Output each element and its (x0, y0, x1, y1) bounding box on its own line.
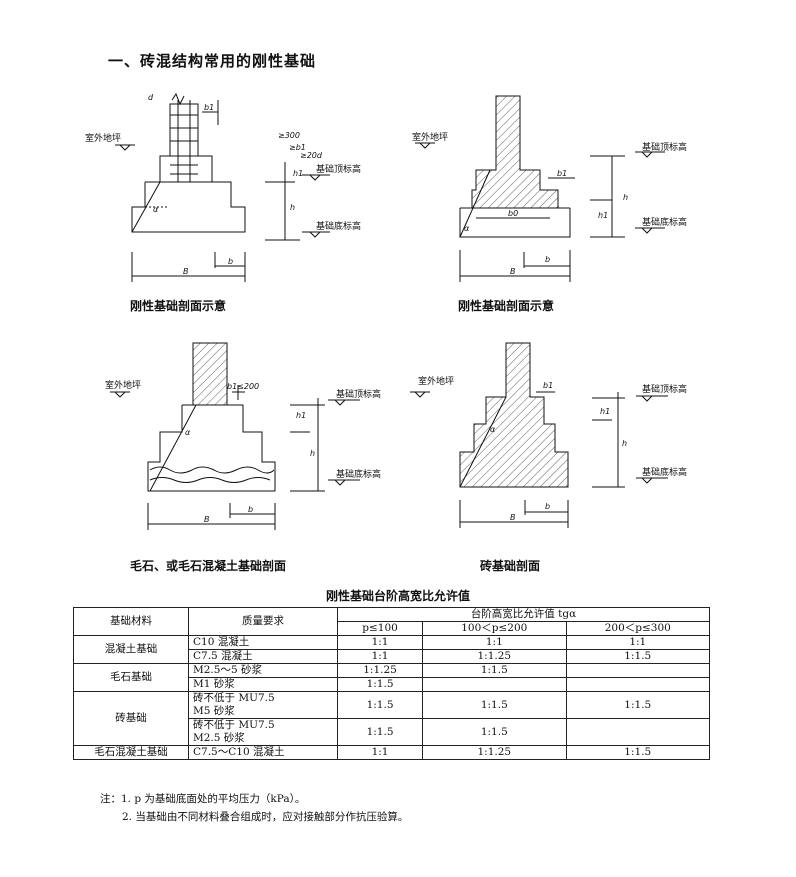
svg-text:b: b (545, 502, 550, 511)
svg-text:≥20d: ≥20d (300, 151, 323, 160)
svg-text:≥300: ≥300 (278, 131, 300, 140)
svg-text:b: b (248, 505, 253, 514)
caption-2: 刚性基础剖面示意 (458, 299, 555, 313)
svg-text:室外地坪: 室外地坪 (412, 131, 448, 143)
section-heading: 一、砖混结构常用的刚性基础 (108, 52, 317, 70)
col-header-p2: 100＜p≤200 (422, 621, 567, 636)
table-row: 毛石基础 M2.5～5 砂浆 1:1.25 1:1.5 (73, 663, 711, 692)
svg-text:h: h (622, 439, 627, 448)
svg-text:h: h (623, 193, 628, 202)
svg-text:b1: b1 (557, 169, 567, 178)
diagram-1 (115, 92, 330, 282)
col-header-p1: p≤100 (336, 621, 424, 636)
note-1: 注：1. p 为基础底面处的平均压力（kPa）。 (100, 793, 306, 805)
svg-text:b1≤200: b1≤200 (227, 382, 259, 391)
note-2: 2. 当基础由不同材料叠合组成时，应对接触部分作抗压验算。 (122, 811, 409, 823)
svg-text:h1: h1 (293, 169, 303, 178)
table-row: C7.5 混凝土 1:1 1:1.25 1:1.5 (74, 649, 711, 664)
table-row: 毛石混凝土基础 C7.5～C10 混凝土 1:1 1:1.25 1:1.5 (73, 745, 711, 760)
svg-text:h1: h1 (598, 211, 608, 220)
svg-text:α: α (490, 425, 496, 434)
svg-text:h: h (310, 449, 315, 458)
svg-text:h: h (290, 203, 295, 212)
svg-text:b1: b1 (204, 103, 214, 112)
d2-labels: 室外地坪 b1 b0 h h1 基础顶标高 基础底标高 α B b (412, 131, 687, 276)
table-title: 刚性基础台阶高宽比允许值 (325, 589, 470, 603)
diagram-3 (110, 342, 360, 530)
caption-1: 刚性基础剖面示意 (130, 299, 227, 313)
foundation-diagrams: d b1 室外地坪 ≥300 ≥b1 ≥20d h1 h 基础顶标高 基础底标高… (85, 92, 687, 530)
svg-text:室外地坪: 室外地坪 (418, 375, 454, 387)
caption-4: 砖基础剖面 (480, 559, 541, 573)
svg-text:基础顶标高: 基础顶标高 (642, 141, 687, 153)
svg-text:基础顶标高: 基础顶标高 (642, 383, 687, 395)
svg-text:α: α (153, 205, 159, 214)
svg-text:室外地坪: 室外地坪 (85, 132, 121, 144)
svg-text:α: α (185, 428, 191, 437)
ratio-table: 基础材料 质量要求 台阶高宽比允许值 tgα p≤100 100＜p≤200 2… (73, 607, 711, 760)
table-row: 混凝土基础 C10 混凝土 1:1 1:1 1:1 (73, 635, 711, 664)
table-row: M1 砂浆 1:1.5 (74, 677, 711, 692)
svg-text:基础底标高: 基础底标高 (316, 220, 361, 232)
d4-labels: 室外地坪 b1 h1 h 基础顶标高 基础底标高 α B b (418, 375, 687, 522)
col-header-p3: 200＜p≤300 (565, 621, 711, 636)
svg-text:b1: b1 (543, 381, 553, 390)
d1-base (131, 181, 246, 233)
d1-wall (169, 103, 199, 157)
svg-text:室外地坪: 室外地坪 (105, 379, 141, 391)
svg-text:基础顶标高: 基础顶标高 (336, 388, 381, 400)
svg-text:b: b (228, 257, 233, 266)
d3-labels: 室外地坪 b1≤200 h1 h 基础顶标高 基础底标高 α B b (105, 379, 381, 524)
svg-text:b: b (545, 255, 550, 264)
svg-text:基础底标高: 基础底标高 (642, 466, 687, 478)
svg-text:B: B (204, 515, 210, 524)
svg-text:基础底标高: 基础底标高 (642, 216, 687, 228)
diagram-4 (410, 342, 668, 528)
svg-text:B: B (510, 513, 516, 522)
svg-text:h1: h1 (296, 411, 306, 420)
d1-step1 (159, 155, 213, 183)
svg-text:d: d (148, 93, 154, 102)
col-header-quality: 质量要求 (188, 607, 338, 636)
svg-text:B: B (183, 267, 189, 276)
svg-text:B: B (510, 267, 516, 276)
svg-text:基础顶标高: 基础顶标高 (316, 163, 361, 175)
svg-text:≥b1: ≥b1 (289, 143, 306, 152)
d1-labels: d b1 室外地坪 ≥300 ≥b1 ≥20d h1 h 基础顶标高 基础底标高… (85, 93, 361, 276)
svg-text:基础底标高: 基础底标高 (336, 468, 381, 480)
diagram-2 (415, 95, 665, 282)
col-header-material: 基础材料 (73, 607, 189, 636)
caption-3: 毛石、或毛石混凝土基础剖面 (130, 559, 287, 573)
svg-text:α: α (464, 224, 470, 233)
svg-text:h1: h1 (600, 407, 610, 416)
col-header-group: 台阶高宽比允许值 tgα (337, 607, 710, 622)
svg-text:b0: b0 (508, 209, 518, 218)
